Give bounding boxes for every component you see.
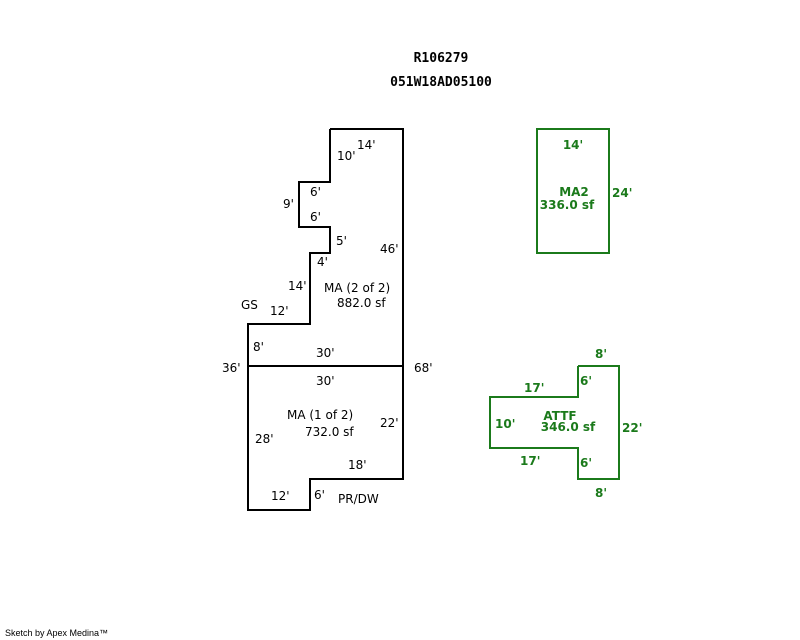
dim-label: 12'	[270, 304, 289, 318]
dim-label: 12'	[271, 489, 290, 503]
account-id: R106279	[414, 51, 469, 66]
dim-label: 6'	[580, 456, 592, 470]
dim-label: 18'	[348, 458, 367, 472]
dim-label-overall-left: 36'	[222, 361, 241, 375]
dim-label: 6'	[314, 488, 325, 502]
dim-label: 6'	[580, 374, 592, 388]
dim-label: 46'	[380, 242, 399, 256]
section-name: ATTF	[543, 409, 576, 423]
section-area: 336.0 sf	[540, 198, 595, 212]
dim-label: 17'	[520, 454, 540, 468]
dim-label: 4'	[317, 255, 328, 269]
dim-label: 28'	[255, 432, 274, 446]
dim-label: 14'	[563, 138, 583, 152]
section-area: 346.0 sf	[541, 420, 596, 434]
section-name: MA (1 of 2)	[287, 408, 353, 422]
attf-outline	[489, 365, 620, 480]
annotation-gs: GS	[241, 298, 258, 312]
dim-label: 22'	[622, 421, 642, 435]
dim-label: 8'	[595, 486, 607, 500]
section-name: MA2	[559, 185, 589, 199]
annotation-prdw: PR/DW	[338, 492, 379, 506]
dim-label: 30'	[316, 346, 335, 360]
dim-label: 5'	[336, 234, 347, 248]
main-structure-outline	[247, 128, 404, 511]
section-area: 882.0 sf	[337, 296, 386, 310]
dim-label: 6'	[310, 210, 321, 224]
dim-label: 9'	[283, 197, 294, 211]
dim-label: 24'	[612, 186, 632, 200]
map-tax-lot: 051W18AD05100	[390, 75, 492, 90]
ma2-outline	[536, 128, 610, 254]
section-name: MA (2 of 2)	[324, 281, 390, 295]
dim-label: 8'	[253, 340, 264, 354]
dim-label: 30'	[316, 374, 335, 388]
dim-label: 10'	[495, 417, 515, 431]
dim-label: 14'	[357, 138, 376, 152]
dim-label: 6'	[310, 185, 321, 199]
dim-label: 8'	[595, 347, 607, 361]
section-area: 732.0 sf	[305, 425, 354, 439]
footer-credit: Sketch by Apex Medina™	[5, 628, 108, 638]
dim-label: 17'	[524, 381, 544, 395]
dim-label: 22'	[380, 416, 399, 430]
dim-label: 10'	[337, 149, 356, 163]
dim-label: 14'	[288, 279, 307, 293]
dim-label-overall-right: 68'	[414, 361, 433, 375]
